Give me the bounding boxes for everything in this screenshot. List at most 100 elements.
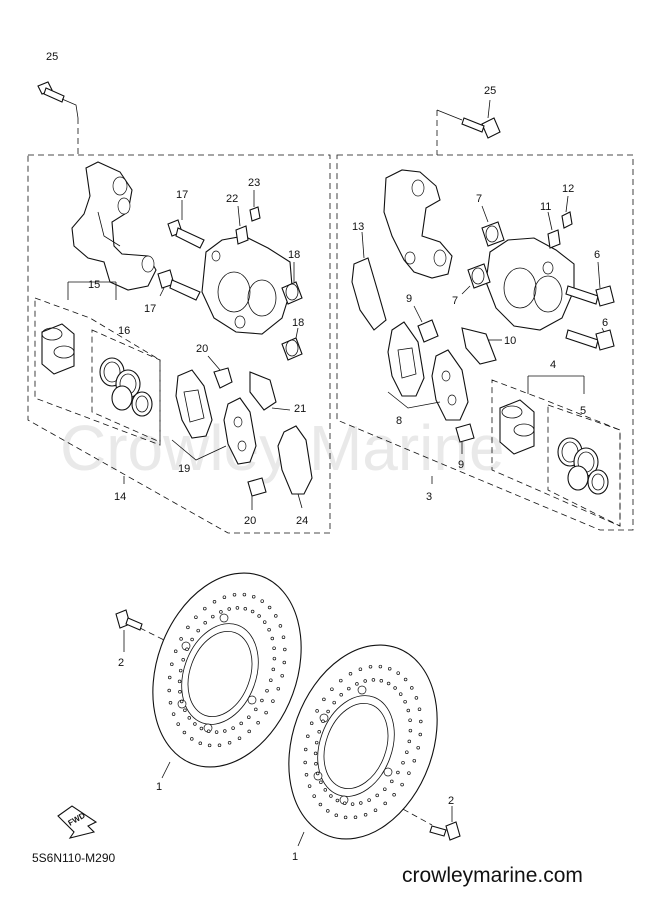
disc-hole bbox=[314, 740, 319, 745]
disc-hole bbox=[281, 635, 286, 639]
disc-hole bbox=[211, 614, 215, 619]
disc-hole bbox=[262, 620, 267, 624]
piston-kit-5-boundary bbox=[547, 404, 621, 527]
disc-hole bbox=[190, 737, 194, 741]
disc-hole bbox=[196, 628, 200, 633]
disc-hole bbox=[393, 686, 397, 690]
disc-hole bbox=[304, 773, 309, 777]
disc-hole bbox=[315, 709, 319, 713]
disc-hole bbox=[168, 701, 173, 705]
disc-hole bbox=[390, 779, 394, 784]
callout-2-left: 2 bbox=[118, 657, 124, 669]
disc-hole bbox=[243, 607, 248, 611]
pad-8-leadlines bbox=[387, 391, 441, 409]
callout-18-upper: 18 bbox=[288, 249, 300, 261]
seal-set-16 bbox=[99, 357, 153, 417]
disc-hole bbox=[239, 721, 243, 726]
piston-set-4 bbox=[499, 375, 585, 455]
disc-hole bbox=[203, 621, 207, 625]
disc-hole bbox=[272, 656, 277, 661]
disc-hole bbox=[339, 678, 343, 683]
disc-hole bbox=[343, 815, 348, 820]
disc-hole bbox=[181, 658, 185, 662]
callout-25-right: 25 bbox=[484, 85, 496, 97]
boot-7-upper bbox=[481, 205, 505, 247]
disc-hole bbox=[375, 793, 379, 798]
disc-hole bbox=[254, 707, 258, 712]
pad-spring-20-lower bbox=[247, 477, 267, 510]
disc-hole bbox=[383, 801, 387, 806]
disc-hole bbox=[367, 798, 371, 802]
callout-12: 12 bbox=[562, 183, 574, 195]
disc-hole bbox=[222, 595, 227, 599]
disc-hole bbox=[323, 788, 328, 792]
website-link[interactable]: crowleymarine.com bbox=[402, 864, 583, 887]
disc-hole bbox=[306, 734, 310, 739]
disc-hole bbox=[231, 726, 235, 730]
disc-hole bbox=[276, 686, 281, 691]
disc-hole bbox=[335, 798, 340, 803]
disc-hole bbox=[223, 729, 227, 733]
disc-hole bbox=[350, 802, 355, 806]
disc-hole bbox=[217, 743, 222, 748]
disc-hole bbox=[353, 815, 358, 820]
disc-hole bbox=[237, 736, 242, 740]
disc-hole bbox=[207, 743, 212, 748]
callout-20-lower: 20 bbox=[244, 515, 256, 527]
disc-hole bbox=[235, 606, 240, 610]
disc-hole bbox=[176, 722, 180, 726]
disc-hole bbox=[342, 801, 347, 805]
disc-hole bbox=[179, 637, 183, 641]
disc-hole bbox=[355, 682, 359, 686]
disc-hole bbox=[278, 624, 283, 628]
left-caliper-assembly-boundary bbox=[27, 154, 331, 534]
disc-hole bbox=[326, 809, 330, 813]
disc-hole bbox=[271, 699, 275, 703]
disc-hole bbox=[407, 771, 411, 775]
disc-hole bbox=[398, 692, 403, 696]
boot-18-upper bbox=[281, 262, 303, 305]
shim-24 bbox=[277, 425, 313, 509]
disc-hole bbox=[329, 794, 333, 798]
disc-hole bbox=[199, 726, 204, 731]
disc-hole bbox=[247, 715, 251, 719]
disc-hole bbox=[314, 762, 318, 766]
callout-10: 10 bbox=[504, 335, 516, 347]
callout-9-lower: 9 bbox=[458, 459, 464, 471]
disc-hole bbox=[407, 739, 412, 744]
pin-bolt-17-lower bbox=[157, 269, 201, 301]
brake-pad-8-a bbox=[387, 321, 425, 397]
disc-hole bbox=[283, 647, 287, 652]
disc-hole bbox=[303, 747, 308, 752]
disc-hole bbox=[270, 636, 275, 641]
disc-hole bbox=[260, 599, 264, 603]
disc-hole bbox=[386, 681, 391, 686]
disc-hole bbox=[371, 678, 376, 682]
disc-hole bbox=[214, 730, 219, 734]
disc-hole bbox=[419, 719, 423, 724]
disc-hole bbox=[408, 728, 413, 733]
disc-hole bbox=[313, 751, 318, 756]
disc-bolt-2-left bbox=[115, 609, 143, 652]
disc-hole bbox=[242, 592, 247, 597]
callout-14: 14 bbox=[114, 491, 126, 503]
disc-hole bbox=[227, 607, 231, 611]
disc-hole bbox=[265, 688, 269, 693]
disc-hole bbox=[267, 627, 271, 632]
disc-hole bbox=[379, 679, 384, 683]
disc-hole bbox=[187, 716, 192, 720]
callout-23: 23 bbox=[248, 177, 260, 189]
disc-hole bbox=[185, 647, 189, 652]
cap-23 bbox=[249, 190, 261, 222]
disc-hole bbox=[203, 606, 207, 611]
pad-spring-20-upper bbox=[207, 355, 233, 389]
disc-hole bbox=[347, 686, 351, 691]
disc-hole bbox=[194, 615, 198, 619]
disc-hole bbox=[319, 780, 323, 785]
disc-hole bbox=[330, 687, 334, 691]
callout-13: 13 bbox=[352, 221, 364, 233]
callout-3: 3 bbox=[426, 491, 432, 503]
disc-hole bbox=[414, 696, 419, 700]
disc-hole bbox=[348, 672, 353, 676]
